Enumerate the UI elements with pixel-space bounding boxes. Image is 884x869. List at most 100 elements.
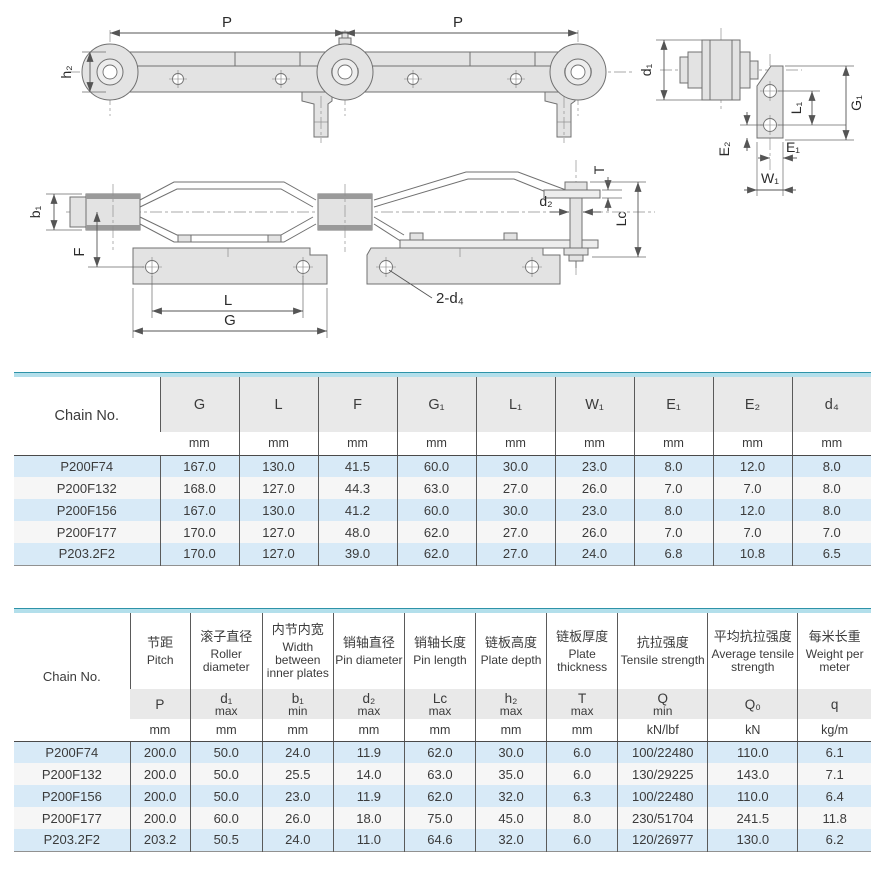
- table2-label-cn-5: 链板高度: [485, 635, 538, 650]
- table1-value-4-7: 10.8: [712, 543, 792, 565]
- table2-label-cn-3: 销轴直径: [342, 635, 395, 650]
- table2-symbol-9: q: [830, 696, 839, 712]
- table2-label-en-2: Width between inner plates: [266, 640, 329, 680]
- table2-label-cn-7: 抗拉强度: [636, 635, 689, 650]
- table2-value-2-6: 6.3: [546, 785, 618, 807]
- table2-symbol-4: Lc: [432, 690, 448, 706]
- table2-label-header-2: 内节内宽 Width between inner plates: [261, 613, 334, 689]
- dim-label-l: L: [224, 292, 232, 309]
- table2-symbol-2: b₁: [291, 690, 304, 706]
- table2-label-cn-8: 平均抗拉强度: [713, 628, 792, 644]
- table2-value-4-7: 120/26977: [617, 829, 708, 851]
- table2-label-en-9: Weight per meter: [805, 646, 864, 674]
- roller-left: [81, 43, 139, 101]
- table1-value-1-1: 127.0: [238, 477, 318, 499]
- table2-unit-header-0: mm: [130, 719, 191, 742]
- table2-value-3-6: 8.0: [546, 807, 618, 829]
- table2-label-en-3: Pin diameter: [335, 653, 403, 667]
- table1-chain-no-0: P200F74: [60, 458, 114, 474]
- table2-symbol-header-9: q: [797, 689, 871, 719]
- table1-chain-no-header: Chain No.: [14, 377, 160, 456]
- table2-symbol-header-0: P: [130, 689, 191, 719]
- table2-label-en-0: Pitch: [146, 653, 174, 667]
- table1-value-1-4: 27.0: [475, 477, 555, 499]
- table1-symbol-header-0: G: [159, 377, 239, 432]
- table2-value-3-3: 18.0: [332, 807, 405, 829]
- table2-value-4-9: 6.2: [797, 829, 871, 851]
- table2-label-cn-6: 链板厚度: [556, 628, 609, 644]
- table2-label-cn-4: 销轴长度: [413, 635, 466, 650]
- table1-value-2-2: 41.2: [317, 499, 397, 521]
- table2-unit-header-5: mm: [474, 719, 547, 742]
- table2-value-2-3: 11.9: [332, 785, 405, 807]
- table2-value-2-1: 50.0: [189, 785, 263, 807]
- table2-value-0-9: 6.1: [797, 741, 871, 763]
- table2-value-0-8: 110.0: [707, 741, 798, 763]
- table1-value-1-0: 168.0: [159, 477, 239, 499]
- table2-value-2-2: 23.0: [261, 785, 334, 807]
- table2-label-header-3: 销轴直径 Pin diameter: [332, 613, 405, 689]
- table2-value-2-4: 62.0: [403, 785, 476, 807]
- table2-symbol-header-8: Q₀: [707, 689, 798, 719]
- table2-label-header-7: 抗拉强度 Tensile strength: [617, 613, 708, 689]
- table2-qualifier-7: min: [653, 703, 673, 718]
- table2-label-header-4: 销轴长度 Pin length: [403, 613, 476, 689]
- table2-value-0-4: 62.0: [403, 741, 476, 763]
- table1-value-2-1: 130.0: [238, 499, 318, 521]
- table2-value-3-4: 75.0: [403, 807, 476, 829]
- table2-label-cn-2: 内节内宽: [271, 622, 324, 637]
- table2-value-4-8: 130.0: [707, 829, 798, 851]
- dim-label-pitch-left: P: [222, 14, 232, 31]
- table2-symbol-1: d₁: [220, 690, 233, 706]
- table1-value-2-8: 8.0: [791, 499, 871, 521]
- table1-value-3-8: 7.0: [791, 521, 871, 543]
- table2-value-1-4: 63.0: [403, 763, 476, 785]
- table1-symbol-header-2: F: [317, 377, 397, 432]
- table1-value-2-4: 30.0: [475, 499, 555, 521]
- table2-value-4-1: 50.5: [189, 829, 263, 851]
- table2-symbol-3: d₂: [362, 690, 376, 706]
- table2-value-3-0: 200.0: [129, 807, 191, 829]
- table2-value-0-1: 50.0: [189, 741, 263, 763]
- table1-value-4-5: 24.0: [554, 543, 634, 565]
- table1-unit-header-1: mm: [238, 432, 318, 456]
- bushing-middle: [317, 184, 373, 252]
- table2-label-en-7: Tensile strength: [620, 653, 705, 667]
- table1-chain-no-4: P203.2F2: [58, 546, 115, 562]
- table2-unit-header-4: mm: [403, 719, 476, 742]
- table1-value-1-7: 7.0: [712, 477, 792, 499]
- table1-value-3-3: 62.0: [396, 521, 476, 543]
- table1-unit-header-3: mm: [396, 432, 476, 456]
- table2-chain-no-1: P200F132: [41, 766, 102, 782]
- table1-value-3-7: 7.0: [712, 521, 792, 543]
- table2-unit-header-8: kN: [707, 719, 798, 742]
- table2-label-en-4: Pin length: [413, 653, 467, 667]
- technical-drawings: P P h₂ d₁ L₁ G₁: [0, 0, 884, 368]
- table2-value-4-5: 32.0: [474, 829, 547, 851]
- table1-value-1-5: 26.0: [554, 477, 634, 499]
- table2-value-0-6: 6.0: [546, 741, 618, 763]
- drawing-top-side-view: P P h₂: [58, 14, 632, 143]
- dim-label-t: T: [591, 165, 607, 174]
- table2-value-3-9: 11.8: [797, 807, 871, 829]
- table2-value-1-0: 200.0: [129, 763, 191, 785]
- table1-value-0-8: 8.0: [791, 455, 871, 477]
- table1-value-2-0: 167.0: [159, 499, 239, 521]
- table2-unit-header-6: mm: [546, 719, 618, 742]
- table1-value-4-3: 62.0: [396, 543, 476, 565]
- table1-value-0-7: 12.0: [712, 455, 792, 477]
